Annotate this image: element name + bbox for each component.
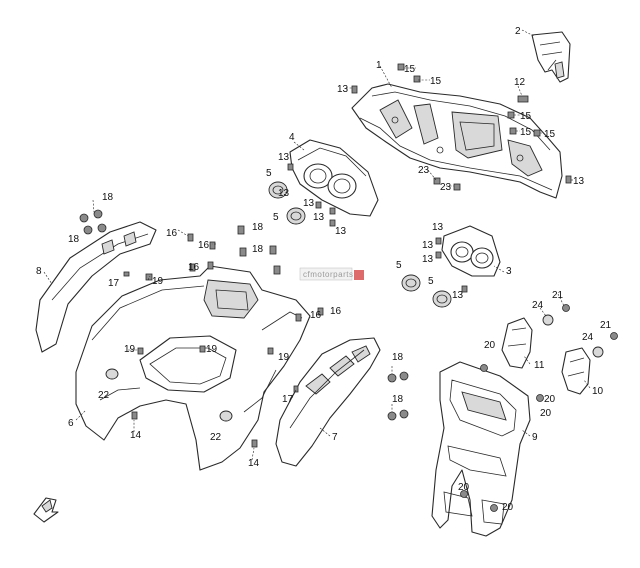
callout-20: 20: [484, 340, 496, 351]
watermark: cfmotorparts: [299, 267, 364, 281]
callout-18: 18: [392, 352, 404, 363]
callout-24: 24: [532, 300, 544, 311]
watermark-logo-icon: [354, 270, 364, 280]
callout-18: 18: [252, 222, 264, 233]
watermark-box: [299, 267, 353, 281]
callout-14: 14: [248, 458, 260, 469]
fasteners: [79, 63, 618, 512]
callout-21: 21: [600, 320, 612, 331]
callout-9: 9: [532, 432, 538, 443]
callout-24: 24: [582, 332, 594, 343]
callout-15: 15: [544, 129, 556, 140]
callout-16: 16: [188, 262, 200, 273]
callout-13: 13: [452, 290, 464, 301]
callout-5: 5: [266, 168, 272, 179]
callout-20: 20: [544, 394, 556, 405]
part-10-bracket: [561, 347, 591, 395]
callout-16: 16: [310, 310, 322, 321]
callout-18: 18: [392, 394, 404, 405]
callout-5: 5: [396, 260, 402, 271]
callout-20: 20: [458, 482, 470, 493]
callout-17: 17: [108, 278, 120, 289]
callout-13: 13: [422, 240, 434, 251]
callout-22: 22: [210, 432, 222, 443]
callout-10: 10: [592, 386, 604, 397]
callout-20: 20: [540, 408, 552, 419]
part-8-side-trim: [35, 221, 157, 353]
callout-13: 13: [278, 188, 290, 199]
callout-2: 2: [515, 26, 521, 37]
part-1-front-panel: [351, 83, 563, 199]
callout-13: 13: [573, 176, 585, 187]
callout-5: 5: [428, 276, 434, 287]
callout-14: 14: [130, 430, 142, 441]
callout-13: 13: [422, 254, 434, 265]
callout-12: 12: [514, 77, 526, 88]
callout-7: 7: [332, 432, 338, 443]
callout-1: 1: [376, 60, 382, 71]
callout-19: 19: [152, 276, 164, 287]
callout-20: 20: [502, 502, 514, 513]
front-arrow-icon: [33, 497, 59, 523]
part-5-lens-upper: [268, 181, 306, 225]
callout-23: 23: [418, 165, 430, 176]
part-5-lens-lower: [401, 274, 452, 308]
callout-22: 22: [98, 390, 110, 401]
callout-15: 15: [430, 76, 442, 87]
callout-16: 16: [166, 228, 178, 239]
watermark-text: cfmotorparts: [303, 270, 353, 279]
callout-16: 16: [330, 306, 342, 317]
callout-8: 8: [36, 266, 42, 277]
callout-4: 4: [289, 132, 295, 143]
callout-17: 17: [282, 394, 294, 405]
callout-3: 3: [506, 266, 512, 277]
callout-13: 13: [303, 198, 315, 209]
callout-15: 15: [404, 64, 416, 75]
callout-21: 21: [552, 290, 564, 301]
callout-labels: 2 1 15 15 13 12 15 15 15 23 23 13 4 13 5…: [36, 26, 612, 513]
callout-13: 13: [335, 226, 347, 237]
callout-15: 15: [520, 111, 532, 122]
callout-5: 5: [273, 212, 279, 223]
callout-13: 13: [432, 222, 444, 233]
part-6-rear-fender: [75, 265, 311, 471]
part-11-bracket: [501, 317, 533, 369]
callout-18: 18: [68, 234, 80, 245]
part-9-frame-bracket: [431, 361, 531, 537]
callout-18: 18: [102, 192, 114, 203]
callout-13: 13: [337, 84, 349, 95]
part-3-light-housing: [441, 225, 501, 277]
callout-18: 18: [252, 244, 264, 255]
callout-15: 15: [520, 127, 532, 138]
leader-lines: [43, 29, 591, 461]
callout-6: 6: [68, 418, 74, 429]
callout-19: 19: [206, 344, 218, 355]
callout-19: 19: [278, 352, 290, 363]
part-4-headlight-housing: [289, 139, 379, 217]
callout-23: 23: [440, 182, 452, 193]
part-2-bracket: [531, 31, 571, 83]
callout-13: 13: [278, 152, 290, 163]
part-7-side-panel: [275, 337, 381, 467]
callout-11: 11: [534, 360, 545, 371]
callout-19: 19: [124, 344, 136, 355]
callout-16: 16: [198, 240, 210, 251]
callout-13: 13: [313, 212, 325, 223]
